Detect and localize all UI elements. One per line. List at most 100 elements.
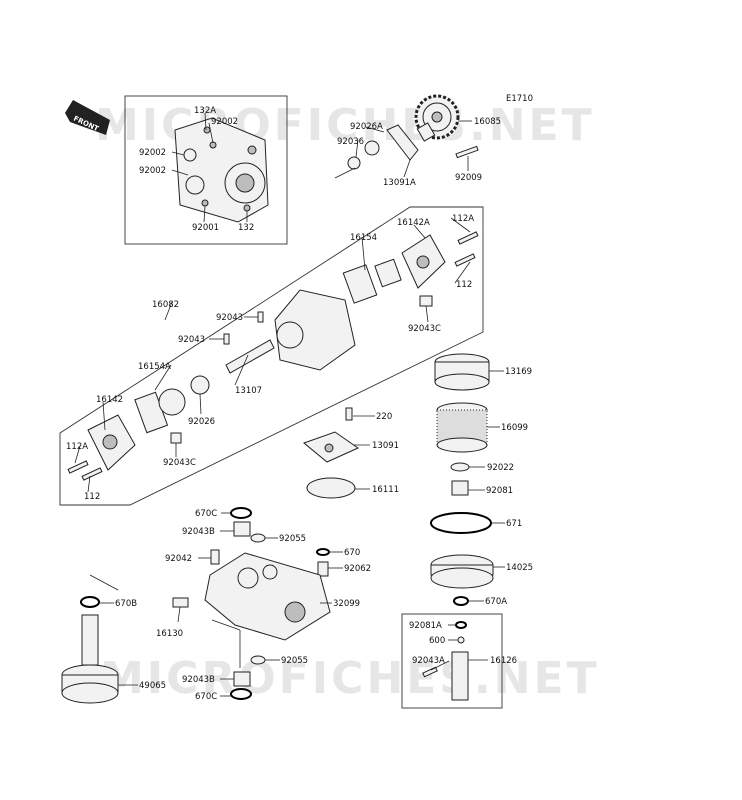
- label-92081A: 92081A: [409, 621, 442, 631]
- oil-pump-box: [59, 206, 484, 506]
- label-92009: 92009: [455, 173, 482, 183]
- pin-92043B-part: [233, 521, 251, 537]
- pump-body-part: [274, 289, 356, 371]
- label-16142A: 16142A: [397, 218, 430, 228]
- label-49065: 49065: [139, 681, 166, 691]
- label-16130: 16130: [156, 629, 183, 639]
- filter-cap-part: [434, 353, 490, 391]
- bolts-left-part: [67, 460, 103, 481]
- oring-671-part: [430, 512, 492, 534]
- label-220: 220: [376, 412, 392, 422]
- label-670B: 670B: [115, 599, 137, 609]
- label-16099: 16099: [501, 423, 528, 433]
- label-92043-a: 92043: [216, 313, 243, 323]
- plate-13091-part: [303, 431, 360, 463]
- diagram-code: E1710: [506, 94, 533, 104]
- oring-670A-part: [453, 596, 469, 606]
- label-92022: 92022: [487, 463, 514, 473]
- label-16142: 16142: [96, 395, 123, 405]
- strainer-49065-part: [61, 614, 119, 704]
- label-16154A: 16154A: [138, 362, 171, 372]
- label-14025: 14025: [506, 563, 533, 573]
- label-92043-b: 92043: [178, 335, 205, 345]
- label-132A: 132A: [194, 106, 216, 116]
- relief-valve-box: [401, 613, 503, 709]
- valve-16126-part: [451, 651, 469, 701]
- label-670: 670: [344, 548, 360, 558]
- pin-92062-part: [317, 561, 329, 577]
- bolt-220-part: [345, 407, 353, 421]
- oil-pan-body-part: [204, 552, 331, 641]
- label-92055-bottom: 92055: [281, 656, 308, 666]
- cap-16130-part: [172, 597, 189, 608]
- oring-670C-bottom-part: [230, 688, 252, 700]
- label-132: 132: [238, 223, 254, 233]
- pump-cover-box: [124, 95, 288, 245]
- oring-670-part: [316, 548, 330, 556]
- label-92055-top: 92055: [279, 534, 306, 544]
- washer-92055-bottom-part: [250, 655, 266, 665]
- oring-670B-part: [80, 596, 100, 608]
- pin-92043B-bottom-part: [233, 671, 251, 687]
- screen-14025-part: [430, 554, 494, 589]
- label-92036: 92036: [337, 137, 364, 147]
- pin-92042-part: [210, 549, 220, 565]
- label-670C-bottom: 670C: [195, 692, 217, 702]
- washer-92022-part: [450, 462, 470, 472]
- ball-600-part: [457, 636, 465, 644]
- label-92002-a: 92002: [211, 117, 238, 127]
- flange-part: [334, 124, 419, 179]
- oring-670C-top-part: [230, 507, 252, 519]
- label-112-left: 112: [84, 492, 100, 502]
- label-112A-right: 112A: [452, 214, 474, 224]
- label-92043B-top: 92043B: [182, 527, 215, 537]
- pump-cover-part: [174, 117, 269, 223]
- watermark-bottom: MICROFICHES.NET: [100, 653, 600, 704]
- part-labels: 132A 92002 92002 92002 92001 132 92026A …: [66, 106, 533, 702]
- label-13169: 13169: [505, 367, 532, 377]
- label-92026: 92026: [188, 417, 215, 427]
- label-16111: 16111: [372, 485, 399, 495]
- label-92042: 92042: [165, 554, 192, 564]
- pin-92043-a: [257, 311, 264, 323]
- cover-16111-part: [306, 477, 356, 499]
- label-13107: 13107: [235, 386, 262, 396]
- label-92043C-top: 92043C: [408, 324, 441, 334]
- pin-92043-b: [223, 333, 230, 345]
- washer-92026-part: [190, 375, 210, 395]
- oil-filter-part: [436, 402, 488, 453]
- label-92043B-bottom: 92043B: [182, 675, 215, 685]
- label-92002-c: 92002: [139, 166, 166, 176]
- shaft-13107-part: [225, 339, 275, 374]
- pin-part-top: [419, 295, 433, 307]
- drive-gear-part: [414, 94, 460, 142]
- label-670C-top: 670C: [195, 509, 217, 519]
- bolt-part: [455, 145, 479, 159]
- label-16082: 16082: [152, 300, 179, 310]
- label-112A-left: 112A: [66, 442, 88, 452]
- spring-92081-part: [451, 480, 469, 496]
- spring-92081A-part: [455, 621, 467, 629]
- rotor-left-part: [134, 388, 186, 434]
- label-92043A: 92043A: [412, 656, 445, 666]
- pump-cover-left-part: [87, 414, 136, 471]
- label-13091: 13091: [372, 441, 399, 451]
- label-92062: 92062: [344, 564, 371, 574]
- label-92001: 92001: [192, 223, 219, 233]
- label-13091A: 13091A: [383, 178, 416, 188]
- pin-92043A-part: [422, 666, 438, 678]
- leader-lines: [74, 112, 505, 697]
- bolts-right-part: [454, 231, 479, 267]
- label-670A: 670A: [485, 597, 507, 607]
- label-92026A: 92026A: [350, 122, 383, 132]
- label-92043C-bottom: 92043C: [163, 458, 196, 468]
- label-16154: 16154: [350, 233, 377, 243]
- pin-part-bottom: [170, 432, 182, 444]
- label-32099: 32099: [333, 599, 360, 609]
- rotor-outer-part: [342, 258, 402, 304]
- label-92002-b: 92002: [139, 148, 166, 158]
- label-600: 600: [429, 636, 445, 646]
- label-112-right: 112: [456, 280, 472, 290]
- label-671: 671: [506, 519, 522, 529]
